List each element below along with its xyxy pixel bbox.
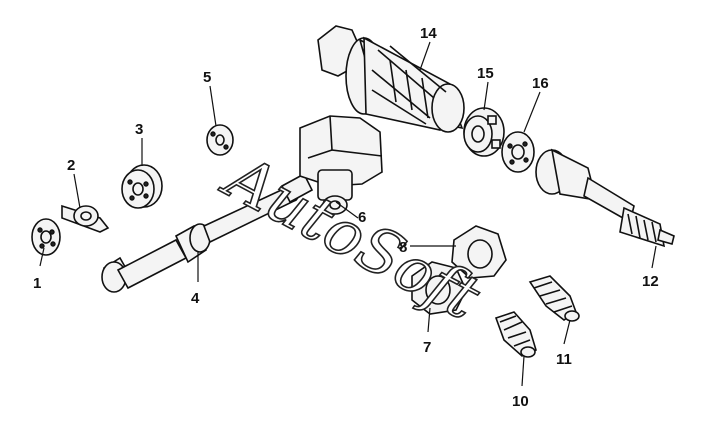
callout-labels: 1 2 3 4 5 6 7 8 10 11 12 14 15 16 (33, 25, 659, 410)
callout-16: 16 (532, 75, 549, 92)
part-7-joint-housing (411, 261, 467, 315)
part-15-flange (463, 107, 505, 157)
callout-1: 1 (33, 275, 41, 292)
callout-6: 6 (358, 209, 366, 226)
callout-12: 12 (642, 273, 659, 290)
part-5-flex-disc (206, 124, 234, 156)
part-2-center-bearing (61, 204, 110, 233)
part-4-propeller-shaft (101, 172, 314, 293)
callout-14: 14 (420, 25, 437, 42)
part-3-flex-disc (121, 164, 163, 209)
callout-15: 15 (477, 65, 494, 82)
callout-10: 10 (512, 393, 529, 410)
leader-lines (39, 41, 657, 387)
callout-2: 2 (67, 157, 75, 174)
part-11-boot (528, 275, 580, 322)
part-6-transfer-case (299, 115, 383, 215)
callout-11: 11 (556, 351, 572, 368)
part-1-flex-disc (31, 218, 61, 256)
part-12-front-shaft (535, 148, 675, 248)
callout-8: 8 (399, 239, 407, 256)
part-14-housing (317, 25, 465, 133)
part-10-boot (494, 311, 537, 358)
callout-7: 7 (423, 339, 431, 356)
callout-5: 5 (203, 69, 211, 86)
part-16-flex-disc (501, 131, 535, 173)
part-8-joint-housing (451, 225, 507, 279)
callout-4: 4 (191, 290, 200, 307)
callout-3: 3 (135, 121, 143, 138)
